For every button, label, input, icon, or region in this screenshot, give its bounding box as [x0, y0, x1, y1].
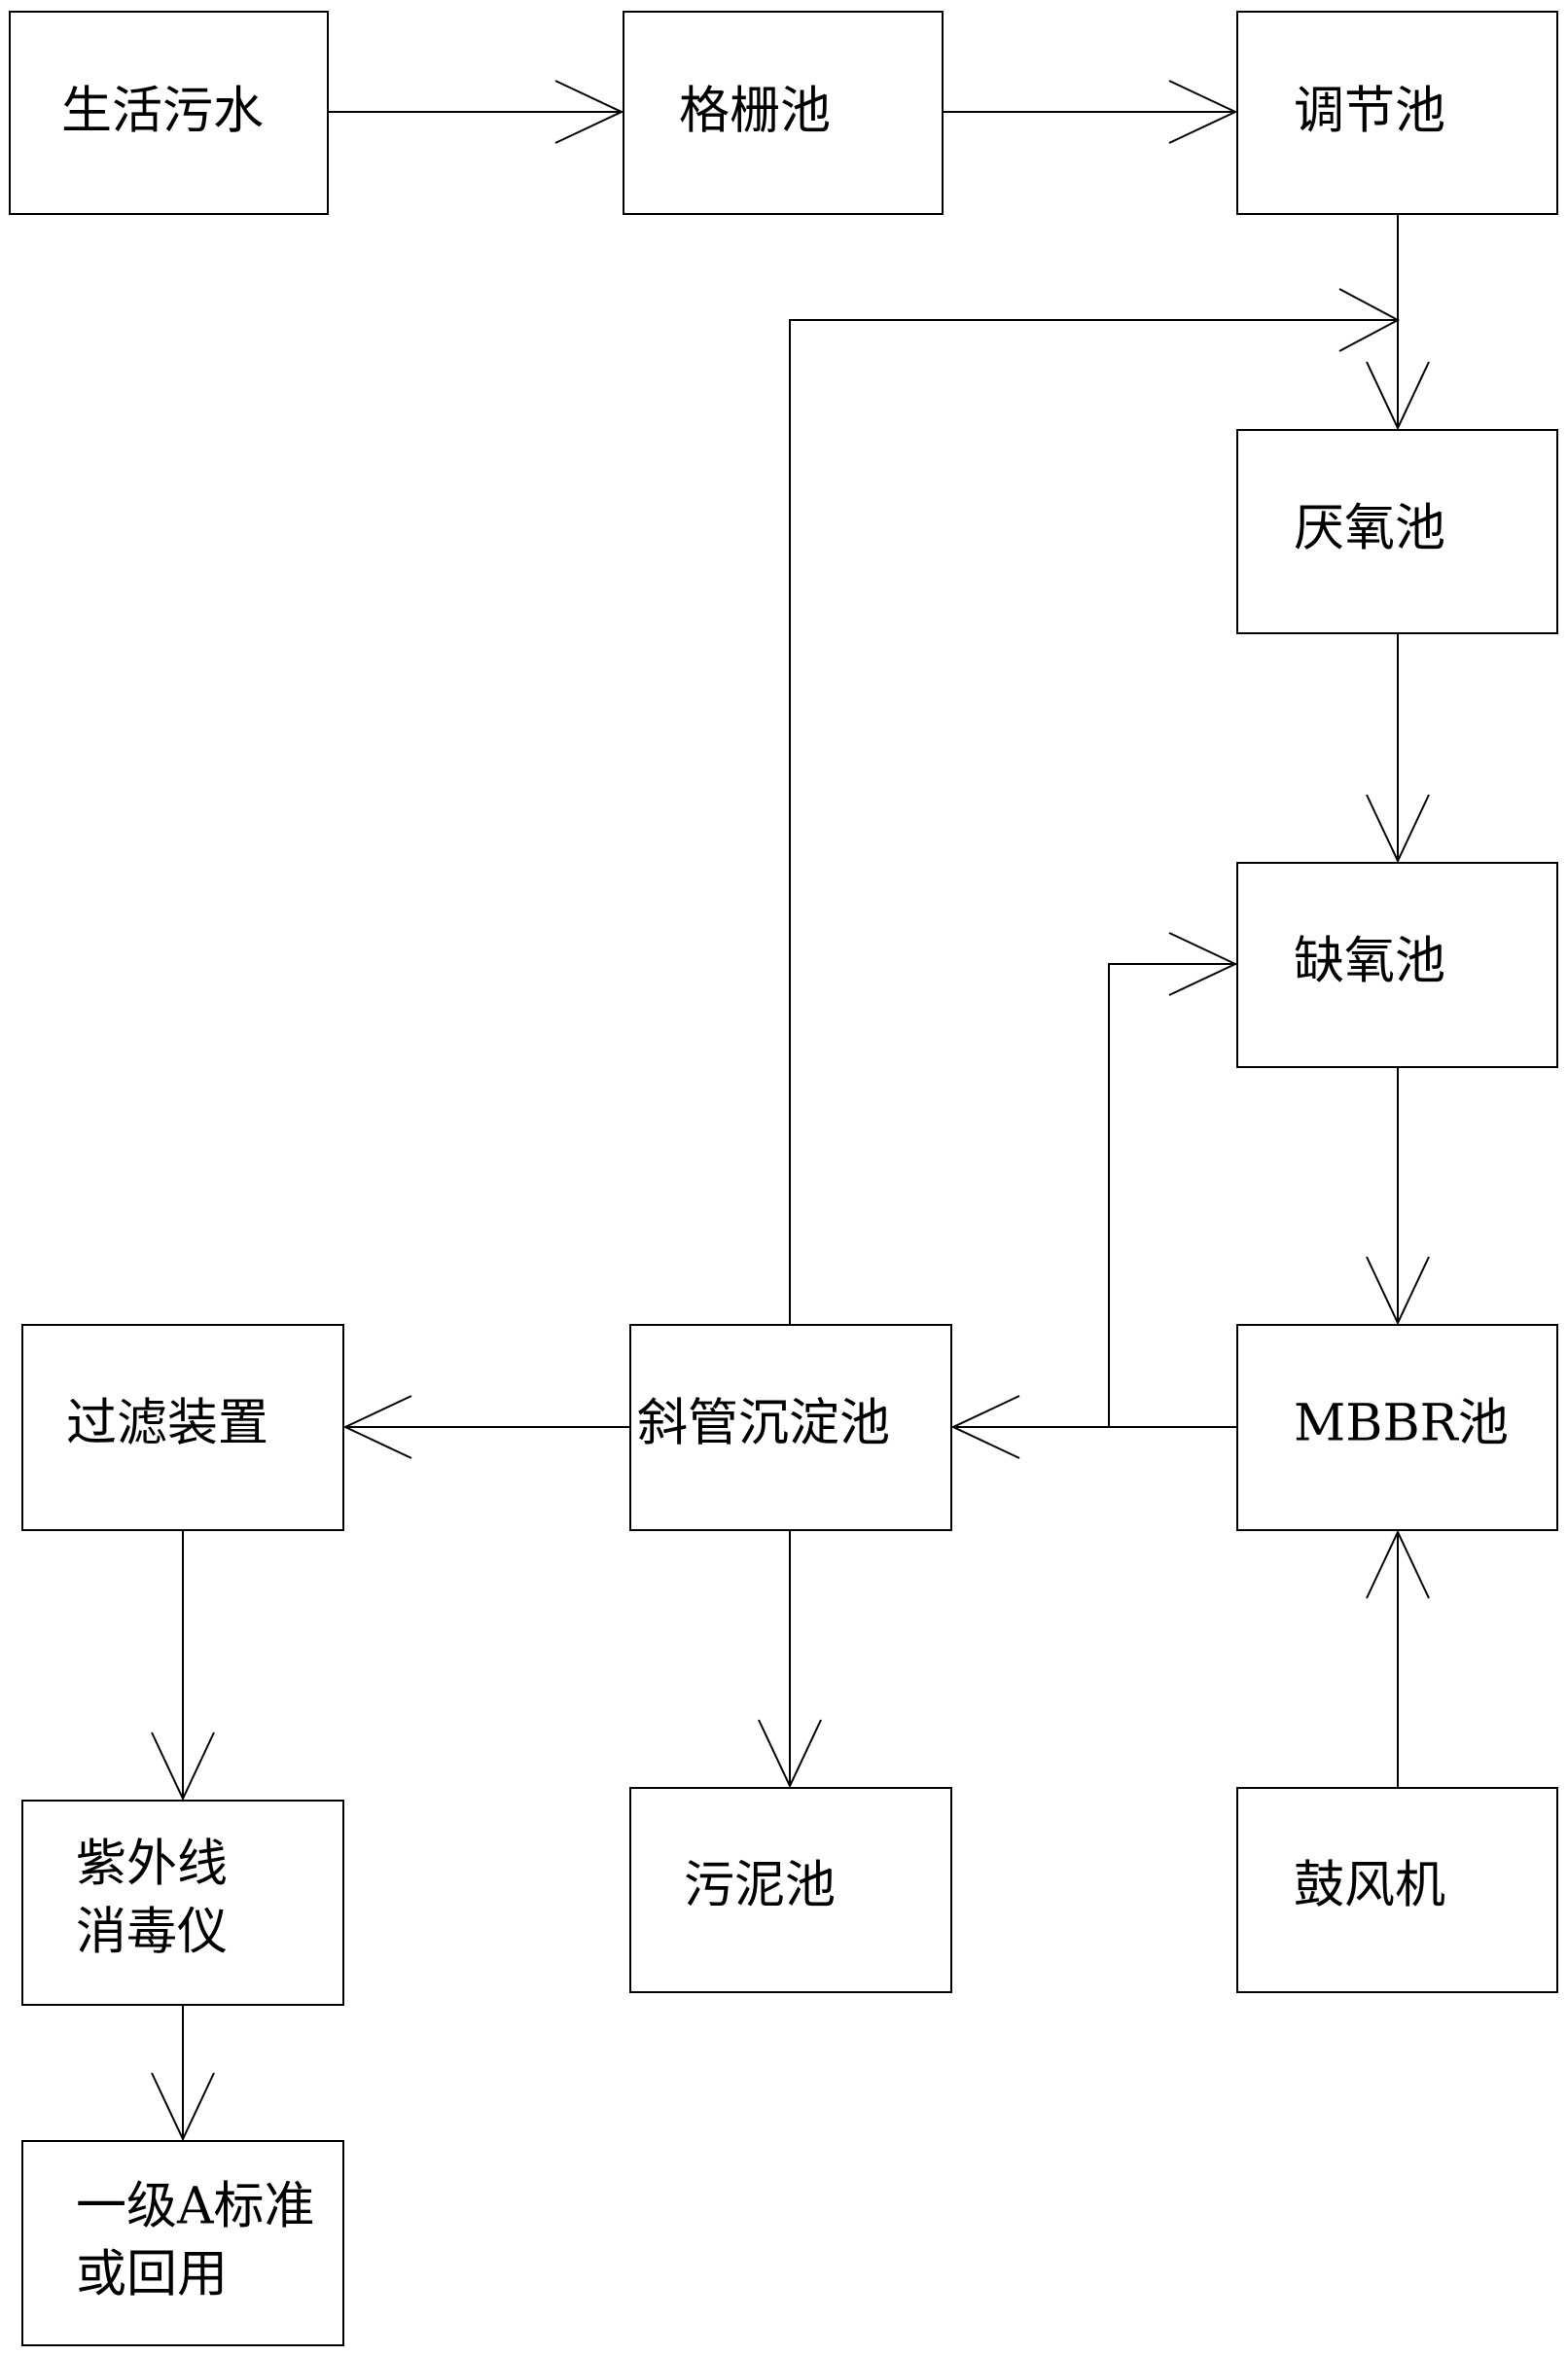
node-uv-disinfector: 紫外线 消毒仪	[21, 1800, 344, 2006]
edge-anoxic-to-mbbr	[1366, 1067, 1430, 1326]
node-filter-device: 过滤装置	[21, 1324, 344, 1531]
node-regulating-tank: 调节池	[1236, 11, 1558, 215]
node-blower: 鼓风机	[1236, 1787, 1558, 1993]
node-grille-tank: 格栅池	[623, 11, 944, 215]
node-class-1a-standard-label-line2: 或回用	[76, 2246, 228, 2304]
edge-nitrate-recycle-to-anoxic	[1108, 932, 1238, 1427]
node-sludge-tank: 污泥池	[629, 1787, 952, 1993]
node-anaerobic-tank: 厌氧池	[1236, 429, 1558, 634]
edge-anaerobic-to-anoxic	[1366, 633, 1430, 864]
node-sludge-tank-label: 污泥池	[684, 1857, 836, 1915]
edge-grille-to-regulating	[943, 80, 1238, 144]
edge-blower-to-mbbr	[1366, 1529, 1430, 1788]
node-class-1a-standard: 一级A标准 或回用	[21, 2140, 344, 2346]
edge-filter-to-uv	[151, 1530, 215, 1802]
node-class-1a-standard-label-line1: 一级A标准	[76, 2178, 315, 2236]
node-grille-tank-label: 格栅池	[679, 83, 831, 141]
node-inclined-tube-sedimentation-label: 斜管沉淀池	[637, 1395, 890, 1453]
node-uv-disinfector-label-line2: 消毒仪	[76, 1904, 228, 1962]
edge-sedimentation-to-filter	[342, 1395, 630, 1459]
node-mbbr-tank-label: MBBR池	[1294, 1395, 1509, 1453]
node-blower-label: 鼓风机	[1294, 1857, 1445, 1915]
edge-uv-to-discharge	[151, 2005, 215, 2142]
edge-sludge-return-to-anaerobic-inlet	[789, 288, 1401, 1325]
node-uv-disinfector-label-line1: 紫外线	[76, 1836, 228, 1894]
node-regulating-tank-label: 调节池	[1294, 83, 1445, 141]
node-anoxic-tank: 缺氧池	[1236, 862, 1558, 1068]
node-domestic-sewage-label: 生活污水	[61, 83, 264, 141]
node-filter-device-label: 过滤装置	[66, 1395, 268, 1453]
node-inclined-tube-sedimentation: 斜管沉淀池	[629, 1324, 952, 1531]
node-anaerobic-tank-label: 厌氧池	[1294, 500, 1445, 558]
edge-sewage-to-grille	[328, 80, 624, 144]
edge-sedimentation-to-sludge	[758, 1530, 822, 1789]
edge-mbbr-to-sedimentation	[950, 1395, 1237, 1459]
node-domestic-sewage: 生活污水	[9, 11, 329, 215]
node-mbbr-tank: MBBR池	[1236, 1324, 1558, 1531]
node-anoxic-tank-label: 缺氧池	[1294, 933, 1445, 991]
